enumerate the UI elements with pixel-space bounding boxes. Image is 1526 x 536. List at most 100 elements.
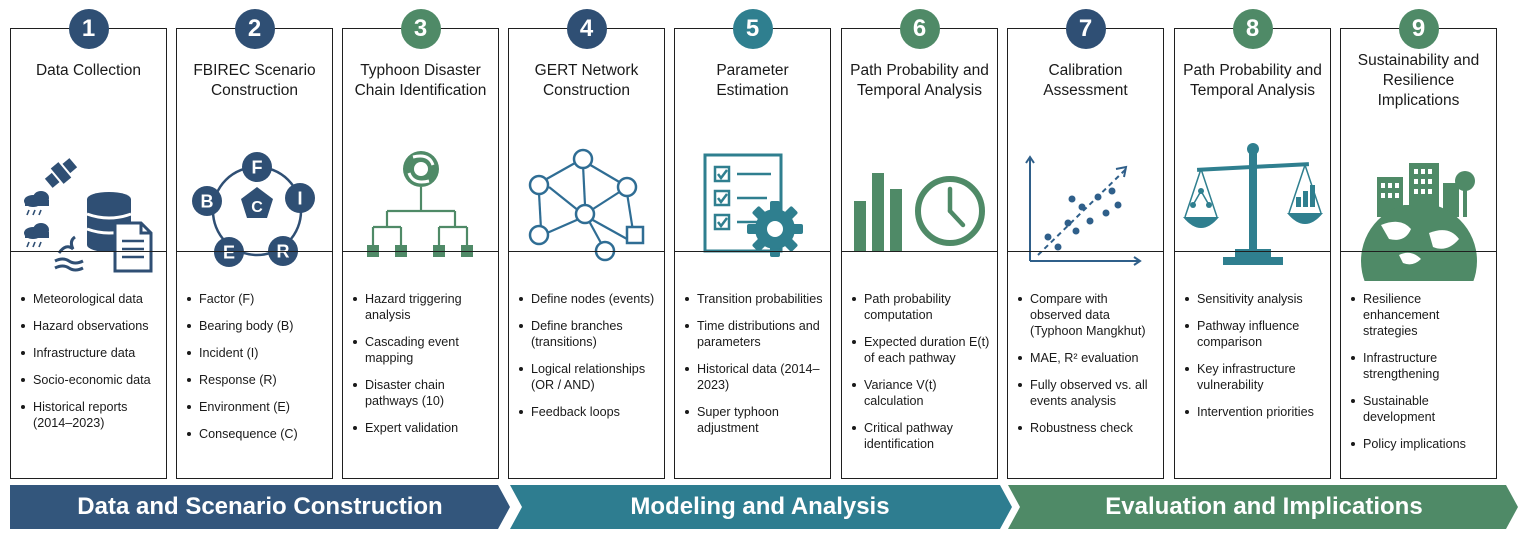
step-bullet-item: Response (R) xyxy=(185,372,328,388)
step-title-line: Path Probability and xyxy=(850,62,989,79)
step-title-line: Construction xyxy=(210,82,298,99)
step-bullet-item: Resilience enhancement strategies xyxy=(1349,291,1492,339)
step-title-line: Path Probability and xyxy=(1183,62,1322,79)
step-title-line: Temporal Analysis xyxy=(1190,82,1315,99)
step-bullet-item: Transition probabilities xyxy=(683,291,826,307)
step-bullet-item: Expected duration E(t) of each pathway xyxy=(850,334,993,366)
sustainable-city-globe-icon xyxy=(1361,163,1477,281)
step-bullet-item: Compare with observed data (Typhoon Mang… xyxy=(1016,291,1159,339)
step-number-badge: 8 xyxy=(1232,9,1273,49)
step-number-badge: 7 xyxy=(1065,9,1106,49)
step-title-line: Temporal Analysis xyxy=(857,82,982,99)
step-bullet-item: Expert validation xyxy=(351,420,494,436)
step-bullet-item: Socio-economic data xyxy=(19,372,162,388)
step-bullet-item: Sustainable development xyxy=(1349,393,1492,425)
step-bullet-item: Bearing body (B) xyxy=(185,318,328,334)
panel-divider xyxy=(343,251,498,252)
step-bullet-item: Key infrastructure vulnerability xyxy=(1183,361,1326,393)
step-bullet-list: Factor (F)Bearing body (B)Incident (I)Re… xyxy=(185,291,328,453)
step-bullet-list: Compare with observed data (Typhoon Mang… xyxy=(1016,291,1159,447)
step-bullet-item: Environment (E) xyxy=(185,399,328,415)
phase-2-arrow xyxy=(510,485,1012,529)
svg-text:E: E xyxy=(223,243,235,263)
step-bullet-item: Fully observed vs. all events analysis xyxy=(1016,377,1159,409)
step-title-line: Construction xyxy=(542,82,630,99)
checklist-gear-icon xyxy=(703,153,803,257)
panel-divider xyxy=(509,251,664,252)
panel-divider xyxy=(675,251,830,252)
step-bullet-item: Define branches (transitions) xyxy=(517,318,660,350)
step-bullet-item: Meteorological data xyxy=(19,291,162,307)
panel-divider xyxy=(1341,251,1496,252)
step-title-line: Data Collection xyxy=(35,62,142,79)
phase-3-label: Evaluation and Implications xyxy=(1105,493,1423,520)
bar-chart-clock-icon xyxy=(854,173,985,251)
step-title-line: Calibration xyxy=(1048,62,1123,79)
step-title-line: Typhoon Disaster xyxy=(360,62,481,79)
step-bullet-item: Historical reports (2014–2023) xyxy=(19,399,162,431)
step-title: Data Collection xyxy=(11,61,166,81)
typhoon-hierarchy-icon xyxy=(367,151,473,257)
step-bullet-item: Variance V(t) calculation xyxy=(850,377,993,409)
step-title-line: Chain Identification xyxy=(354,82,487,99)
step-bullet-item: Feedback loops xyxy=(517,404,660,420)
panel-divider xyxy=(842,251,997,252)
step-bullet-item: Super typhoon adjustment xyxy=(683,404,826,436)
step-title-line: Estimation xyxy=(716,82,789,99)
fbirec-cycle-icon: F I R E B C xyxy=(192,152,315,267)
step-number-badge: 2 xyxy=(234,9,275,49)
step-bullet-item: Infrastructure data xyxy=(19,345,162,361)
step-bullet-list: Define nodes (events) Define branches (tr… xyxy=(517,291,660,431)
panel-divider xyxy=(1175,251,1330,252)
data-collection-icon xyxy=(24,158,153,273)
step-bullet-item: Time distributions and parameters xyxy=(683,318,826,350)
step-bullet-item: Critical pathway identification xyxy=(850,420,993,452)
step-bullet-item: Hazard triggering analysis xyxy=(351,291,494,323)
step-bullet-item: MAE, R² evaluation xyxy=(1016,350,1159,366)
panel-divider xyxy=(177,251,332,252)
step-bullet-item: Define nodes (events) xyxy=(517,291,660,307)
step-number-badge: 1 xyxy=(68,9,109,49)
step-title-line: Parameter xyxy=(716,62,789,79)
step-bullet-item: Hazard observations xyxy=(19,318,162,334)
step-number-badge: 5 xyxy=(732,9,773,49)
step-bullet-item: Cascading event mapping xyxy=(351,334,494,366)
step-bullet-item: Pathway influence comparison xyxy=(1183,318,1326,350)
phase-2-label: Modeling and Analysis xyxy=(630,493,890,520)
step-number-badge: 6 xyxy=(899,9,940,49)
scatter-plot-icon xyxy=(1025,155,1142,266)
step-bullet-item: Intervention priorities xyxy=(1183,404,1326,420)
step-title-line: Resilience xyxy=(1382,72,1455,89)
step-number-badge: 3 xyxy=(400,9,441,49)
step-title-line: Implications xyxy=(1377,92,1460,109)
panel-divider xyxy=(11,251,166,252)
step-title-line: Sustainability and xyxy=(1357,52,1480,69)
panel-divider xyxy=(1008,251,1163,252)
step-bullet-item: Historical data (2014–2023) xyxy=(683,361,826,393)
phase-banner xyxy=(10,485,1518,529)
step-bullet-item: Factor (F) xyxy=(185,291,328,307)
step-panel: Data Collection xyxy=(10,28,167,479)
phase-3-arrow xyxy=(1008,485,1518,529)
phase-1-label: Data and Scenario Construction xyxy=(77,493,443,520)
step-number-badge: 9 xyxy=(1398,9,1439,49)
step-bullet-item: Disaster chain pathways (10) xyxy=(351,377,494,409)
step-bullet-item: Path probability computation xyxy=(850,291,993,323)
step-title-line: GERT Network xyxy=(534,62,639,79)
